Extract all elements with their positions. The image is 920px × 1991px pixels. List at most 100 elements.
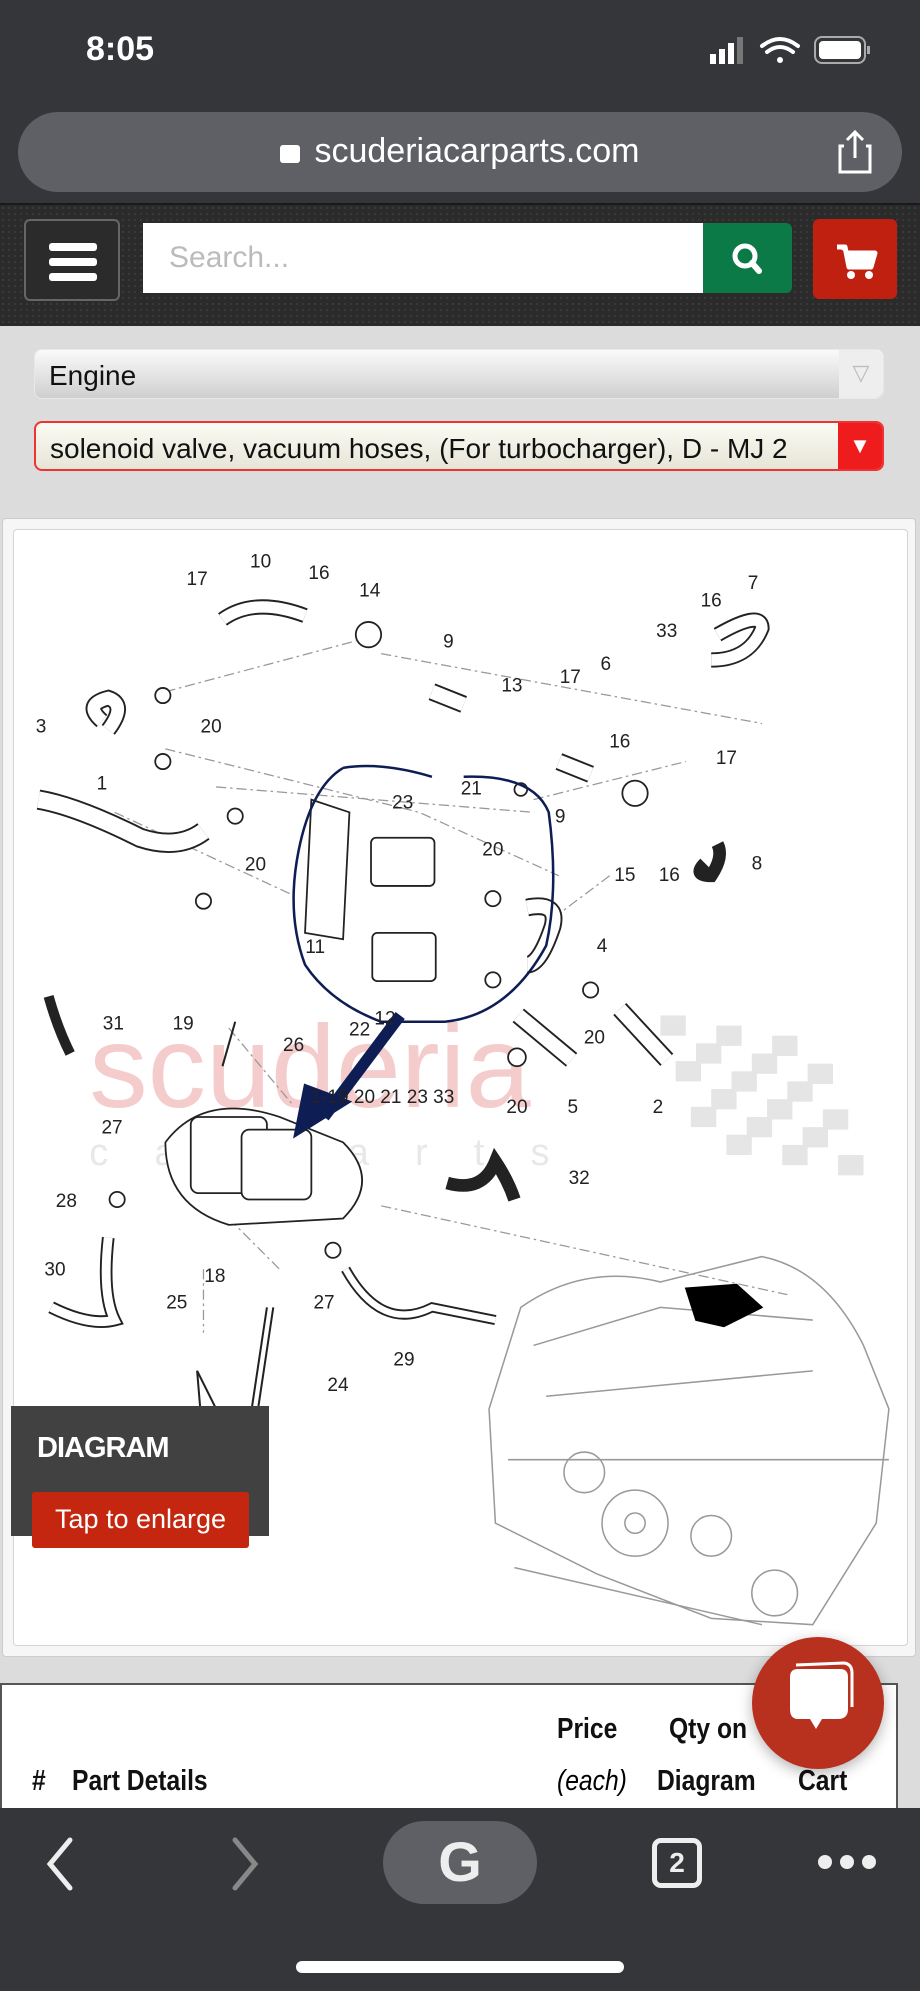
cart-icon [837,244,878,279]
status-bar: 8:05 [0,0,920,105]
leader-lines [114,640,788,1333]
col-number: # [32,1765,46,1797]
col-part-details: Part Details [72,1765,208,1797]
callout-label: 12 [374,1008,395,1029]
callout-label: 23 [392,793,413,814]
highlight-annotation [292,764,555,1139]
parts-diagram[interactable]: scuderia c a r p a r t s 171016149131763… [13,528,908,1645]
checker-square [746,1116,773,1138]
url-label: scuderiacarparts.com [314,132,640,170]
chat-button[interactable] [752,1637,884,1769]
subcategory-value: solenoid valve, vacuum hoses, (For turbo… [50,433,788,464]
clock: 8:05 [86,30,155,68]
callout-label: 6 [601,654,612,675]
hoses [36,599,770,1449]
callout-label: 2 [653,1097,664,1118]
checker-square [711,1089,737,1110]
col-cart: Cart [798,1765,848,1797]
url-text[interactable]: scuderiacarparts.com [18,132,902,171]
callout-label: 13 [501,676,522,697]
callout-label: 19 [173,1013,194,1034]
callout-label: 29 [393,1350,414,1371]
wifi-icon [760,37,800,63]
callout-label: 20 [584,1027,605,1048]
callout-label: 26 [283,1035,304,1056]
callout-label: 10 [250,551,271,572]
checker-square [660,1015,686,1036]
callout-label: 16 [308,563,329,584]
signal-icon [710,37,743,64]
col-price: Price [557,1713,618,1745]
callout-label: 1 [97,773,108,794]
checker-square [772,1035,798,1057]
callout-label: 18 [204,1266,225,1287]
callout-label: 20 [482,839,503,860]
google-button[interactable]: G [383,1821,537,1904]
callout-label: 11 [305,937,325,958]
cart-button[interactable] [813,219,897,299]
callout-label: 31 [103,1013,124,1034]
subcategory-select[interactable]: solenoid valve, vacuum hoses, (For turbo… [34,421,884,471]
checker-square [751,1053,778,1074]
callout-label: 3 [36,716,47,737]
callout-label: 24 [327,1375,349,1396]
checker-square [822,1109,849,1130]
callout-label: 17 [560,667,581,688]
hamburger-icon [49,258,97,266]
col-price-sub: (each) [557,1765,627,1797]
checker-square [675,1061,702,1082]
address-field[interactable]: scuderiacarparts.com [18,112,902,192]
tap-to-enlarge-button[interactable]: Tap to enlarge [32,1492,249,1548]
checker-square [690,1106,717,1128]
browser-url-bar: scuderiacarparts.com [0,105,920,203]
checker-square [731,1071,757,1092]
callout-label: 15 [614,865,635,886]
callout-label: 32 [569,1168,590,1189]
dropdown-arrow-icon: ▼ [838,423,882,469]
search-icon [732,243,762,274]
callout-label: 27 [313,1293,334,1314]
tabs-button[interactable]: 2 [652,1838,702,1888]
forward-icon[interactable] [225,1836,265,1892]
checker-square [716,1025,742,1046]
hamburger-icon [49,243,97,251]
category-select[interactable]: Engine▽ [34,349,884,399]
chat-icon [790,1661,854,1729]
callout-label: 16 [609,732,630,753]
home-indicator [296,1961,624,1973]
checker-square [807,1063,834,1084]
callout-label: 7 [748,573,759,594]
callout-label: 17 [716,748,737,769]
chevron-down-icon: ▽ [839,350,883,398]
search-input[interactable] [143,223,703,293]
engine-illustration [488,1255,890,1626]
checker-square [695,1043,722,1064]
callout-label: 20 [506,1097,527,1118]
browser-toolbar: G 2 [0,1808,920,1991]
more-icon[interactable] [815,1850,879,1874]
callout-label: 9 [555,806,566,827]
checker-square [782,1144,808,1166]
checker-square [838,1155,864,1176]
menu-button[interactable] [24,219,120,301]
callout-label: 27 [101,1117,122,1138]
back-icon[interactable] [40,1836,80,1892]
callout-label: 20 [245,855,266,876]
callout-label: 28 [56,1191,77,1212]
share-icon[interactable] [836,128,876,176]
callout-label: 14 [359,581,381,602]
checker-square [802,1127,828,1148]
col-qty-diagram: Diagram [657,1765,756,1797]
callout-label: 4 [597,936,608,957]
callout-label: 16 [701,591,722,612]
search-button[interactable] [703,223,792,293]
checker-flag-graphic [660,1015,864,1176]
checker-square [726,1134,752,1156]
callout-label: 8 [752,853,763,874]
components [108,621,649,1259]
callout-label: 1-19 20 21 23 33 [311,1087,455,1108]
callout-label: 20 [201,716,222,737]
battery-icon [814,36,870,64]
callout-label: 22 [349,1020,370,1041]
callout-label: 33 [656,621,677,642]
